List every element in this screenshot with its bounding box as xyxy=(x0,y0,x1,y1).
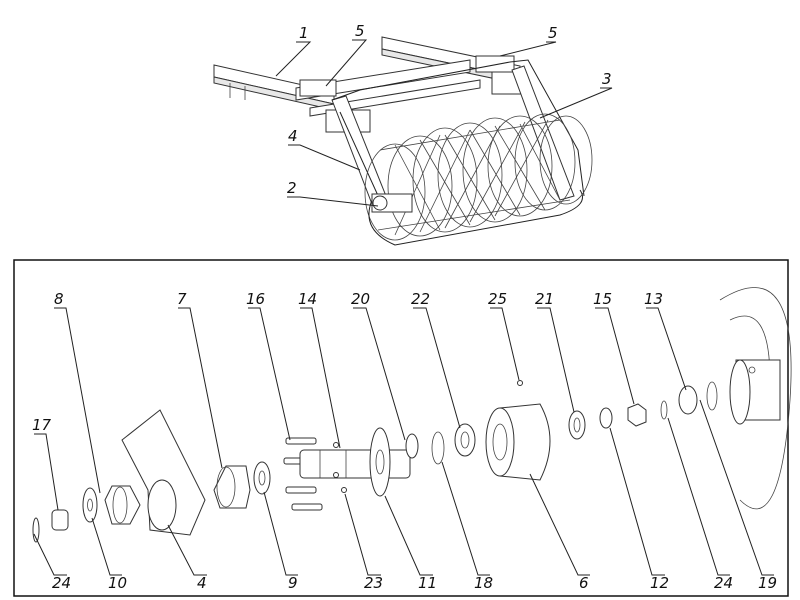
callout-15: 15 xyxy=(593,290,612,308)
frame xyxy=(213,36,523,133)
callout-9: 9 xyxy=(288,574,298,592)
callout-13: 13 xyxy=(644,290,663,308)
callout-2: 2 xyxy=(287,179,297,197)
callout-8: 8 xyxy=(54,290,64,308)
callout-5-left: 5 xyxy=(355,22,365,40)
callout-25: 25 xyxy=(488,290,507,308)
callout-5-right: 5 xyxy=(548,24,558,42)
exploded-view-border xyxy=(13,259,789,597)
callout-24-left: 24 xyxy=(52,574,71,592)
callout-7: 7 xyxy=(177,290,187,308)
exploded-parts xyxy=(32,287,792,543)
assembly-leaders xyxy=(275,39,613,207)
callout-20: 20 xyxy=(351,290,370,308)
callout-19: 19 xyxy=(758,574,777,592)
callout-4: 4 xyxy=(288,127,298,145)
assembly-view xyxy=(213,36,593,246)
callout-14: 14 xyxy=(298,290,317,308)
callout-4-exploded: 4 xyxy=(197,574,207,592)
callout-16: 16 xyxy=(246,290,265,308)
callout-11: 11 xyxy=(418,574,437,592)
rotor xyxy=(364,113,593,246)
callout-22: 22 xyxy=(411,290,430,308)
callout-18: 18 xyxy=(474,574,493,592)
callout-24-right: 24 xyxy=(714,574,733,592)
exploded-leaders xyxy=(33,307,774,576)
callout-3: 3 xyxy=(602,70,612,88)
callout-23: 23 xyxy=(364,574,383,592)
callout-21: 21 xyxy=(535,290,554,308)
exploded-callouts: 8 7 16 14 20 22 25 21 15 13 17 24 10 4 9… xyxy=(32,290,777,592)
callout-10: 10 xyxy=(108,574,127,592)
callout-17: 17 xyxy=(32,416,52,434)
callout-12: 12 xyxy=(650,574,669,592)
callout-1: 1 xyxy=(299,24,309,42)
callout-6: 6 xyxy=(579,574,589,592)
